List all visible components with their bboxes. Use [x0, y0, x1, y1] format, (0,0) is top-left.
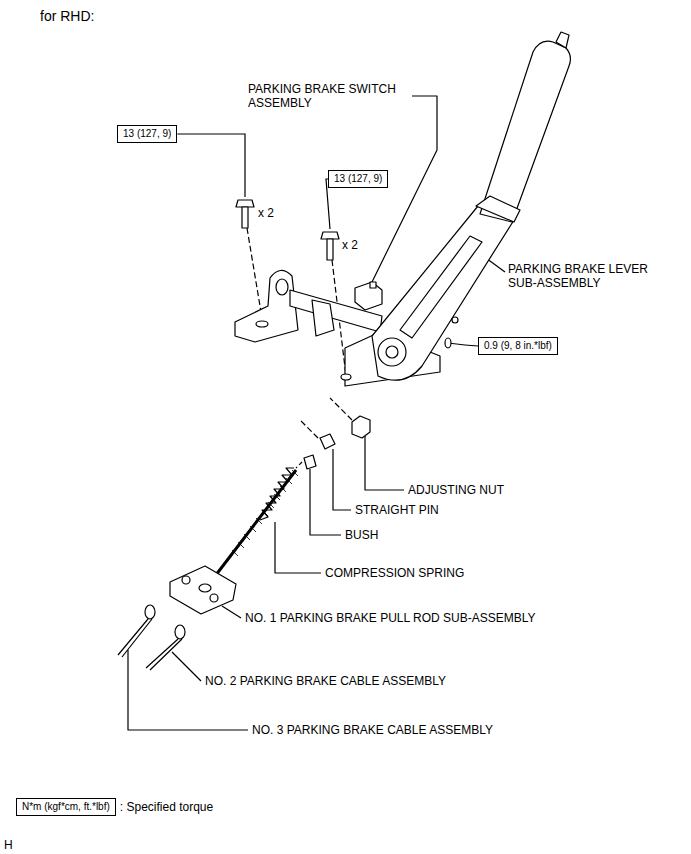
figure-code: H [4, 838, 13, 852]
part-name: PARKING BRAKE LEVER SUB-ASSEMBLY [508, 262, 678, 290]
torque-value: 13 (127, 9) [123, 128, 171, 140]
torque-value: 0.9 (9, 8 in.*lbf) [484, 340, 552, 352]
quantity-label: x 2 [258, 206, 274, 220]
torque-box: 13 (127, 9) [328, 170, 388, 188]
legend-note: : Specified torque [120, 800, 213, 814]
torque-box: 13 (127, 9) [117, 125, 177, 143]
quantity-label: x 2 [342, 238, 358, 252]
leader-line [177, 134, 245, 197]
torque-value: N*m (kgf*cm, ft.*lbf) [22, 801, 110, 813]
part-name: PARKING BRAKE SWITCH ASSEMBLY [248, 82, 413, 110]
part-name: NO. 2 PARKING BRAKE CABLE ASSEMBLY [205, 674, 446, 688]
part-name: NO. 3 PARKING BRAKE CABLE ASSEMBLY [252, 723, 493, 737]
diagram-title: for RHD: [40, 8, 94, 24]
leader-line [465, 345, 478, 346]
part-name: NO. 1 PARKING BRAKE PULL ROD SUB-ASSEMBL… [245, 611, 536, 625]
torque-value: 13 (127, 9) [334, 173, 382, 185]
torque-box: N*m (kgf*cm, ft.*lbf) [16, 798, 116, 816]
torque-box: 0.9 (9, 8 in.*lbf) [478, 337, 558, 355]
part-name: ADJUSTING NUT [408, 483, 504, 497]
part-name: BUSH [345, 528, 378, 542]
part-name: STRAIGHT PIN [355, 503, 439, 517]
part-name: COMPRESSION SPRING [325, 566, 464, 580]
